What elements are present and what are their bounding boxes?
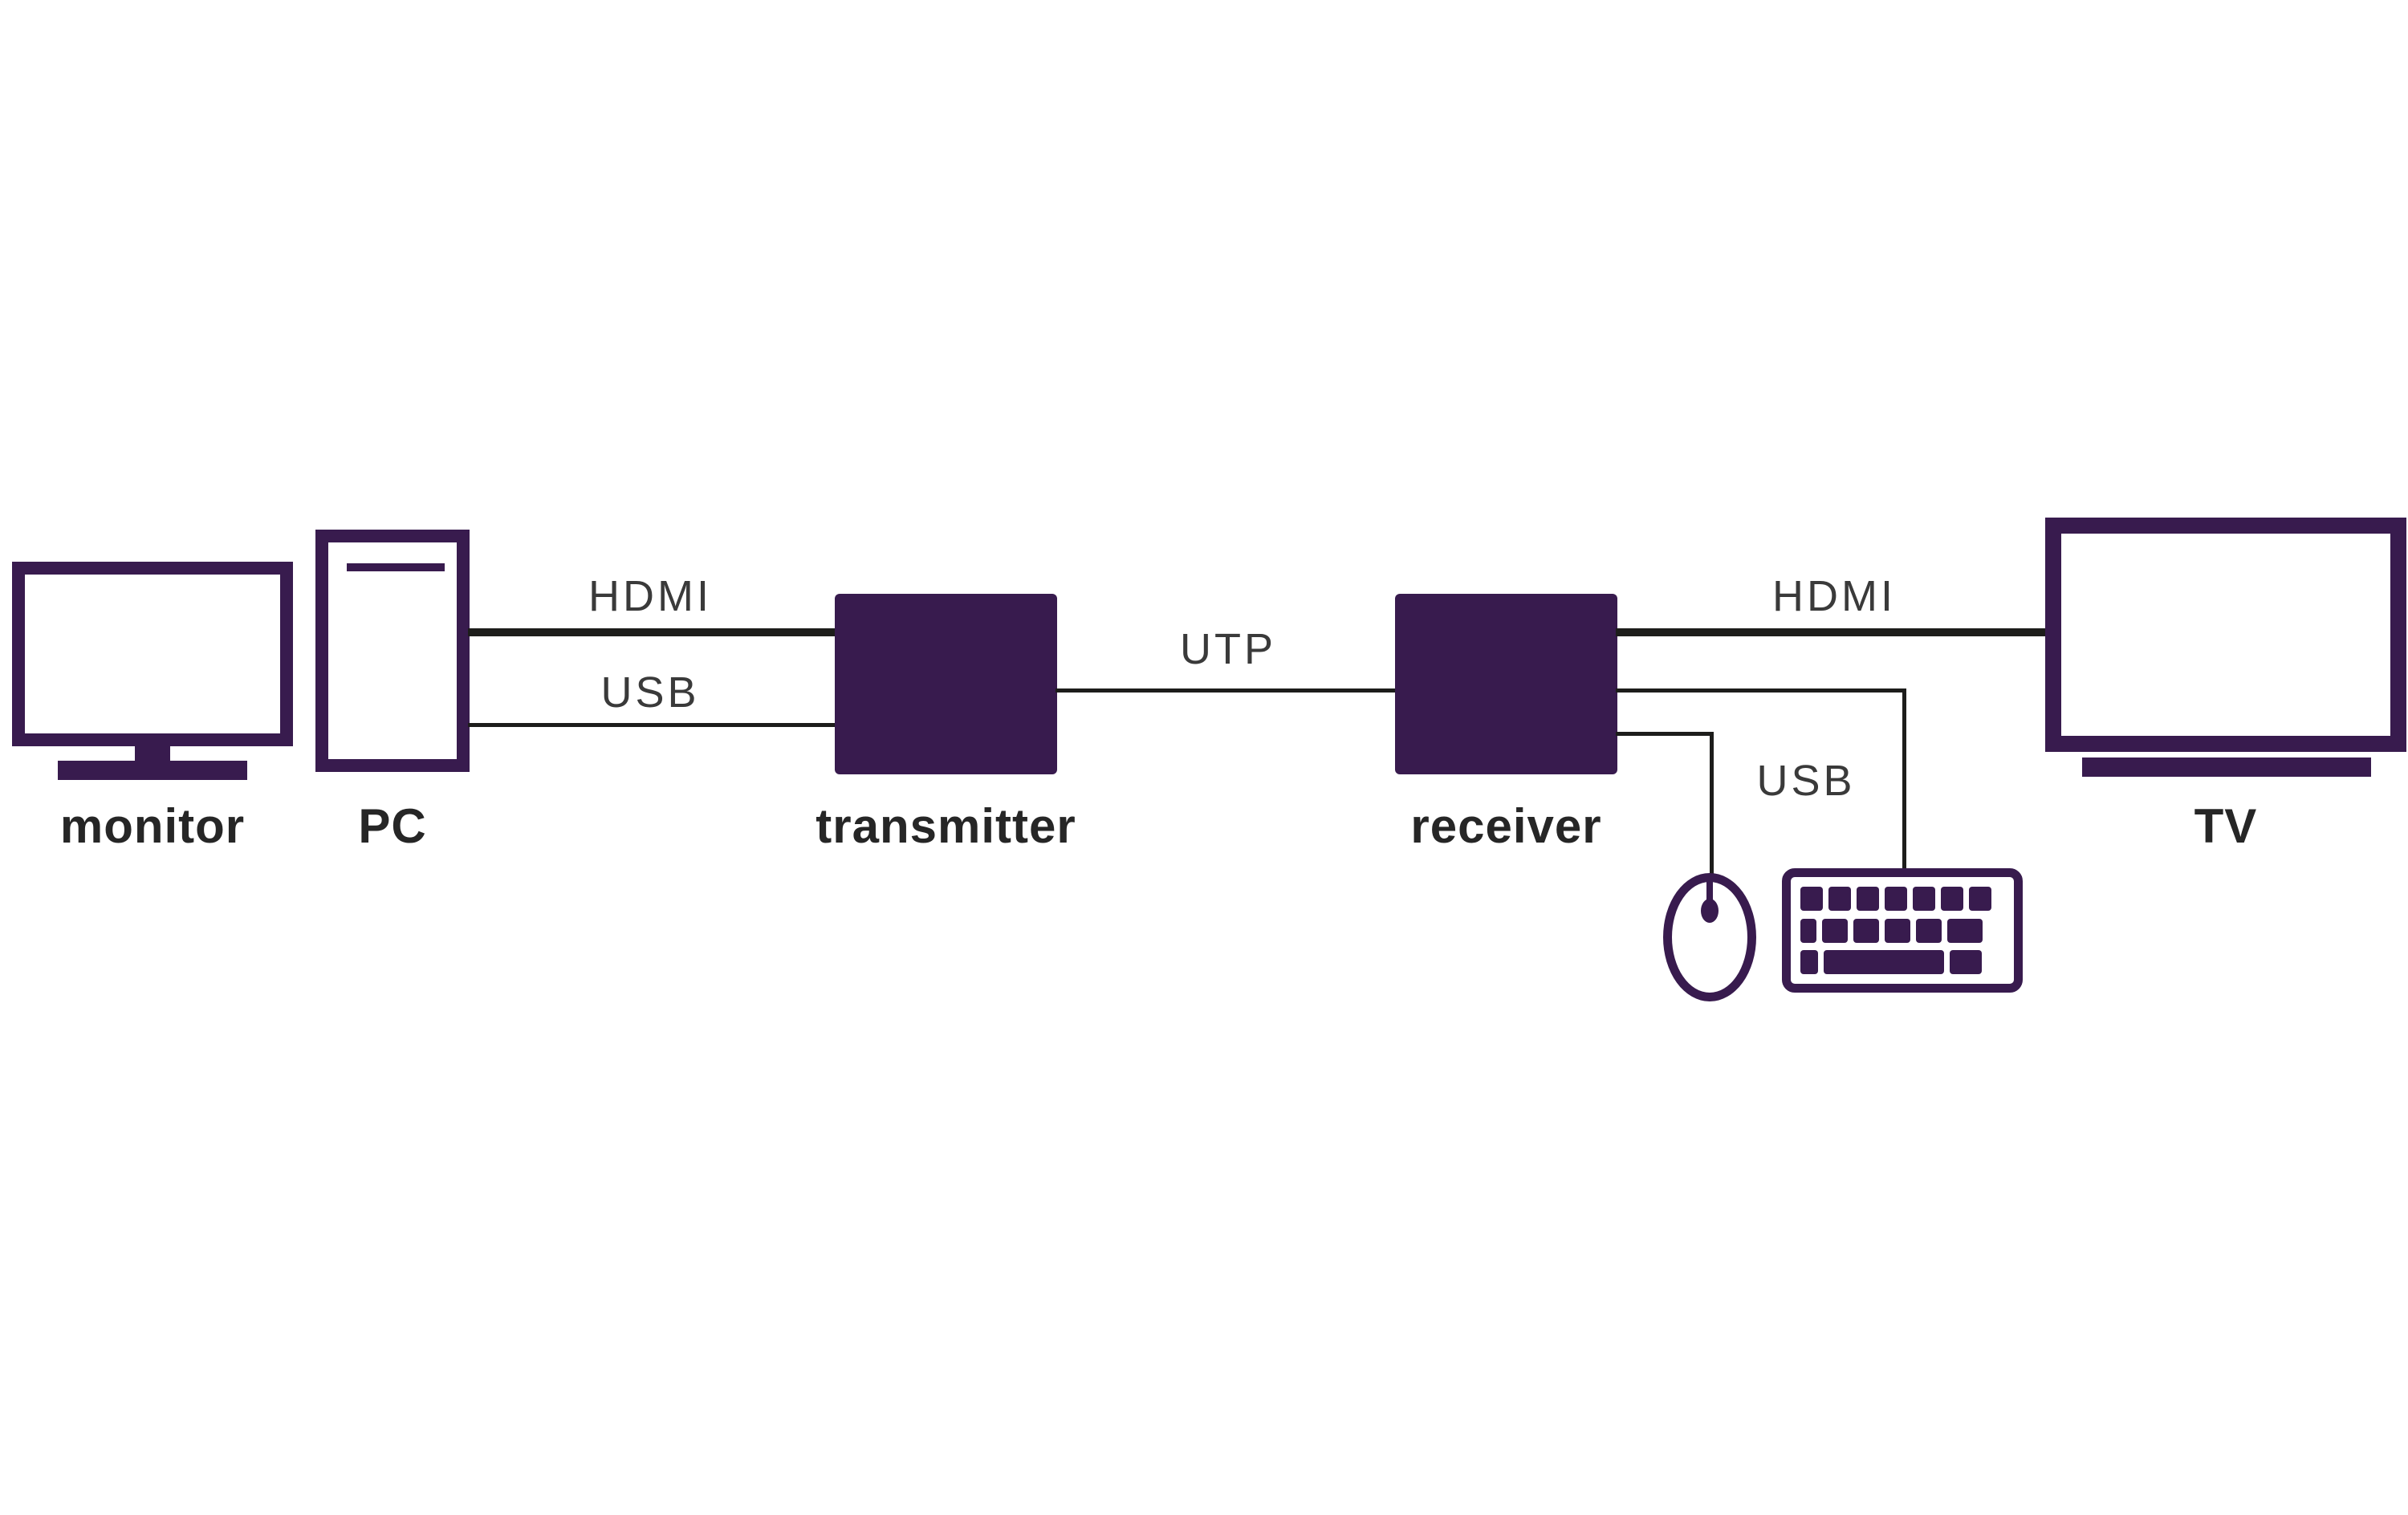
hdmi-line-receiver-to-tv bbox=[1616, 628, 2045, 636]
utp-label: UTP bbox=[1180, 625, 1276, 673]
usb-line-receiver-to-mouse-v bbox=[1710, 732, 1714, 875]
pc-drive-slot bbox=[347, 563, 445, 571]
usb-label-right: USB bbox=[1756, 757, 1856, 805]
keyboard-row-top bbox=[1800, 887, 2004, 911]
mouse-scroll-stem bbox=[1706, 876, 1713, 902]
tv-icon bbox=[2045, 518, 2406, 752]
monitor-icon bbox=[12, 562, 293, 746]
usb-label-left: USB bbox=[600, 668, 700, 717]
tv-label: TV bbox=[2194, 799, 2258, 853]
usb-line-receiver-to-mouse-h bbox=[1616, 732, 1714, 736]
receiver-label: receiver bbox=[1410, 799, 1602, 853]
hdmi-label-right: HDMI bbox=[1772, 572, 1896, 620]
tv-stand bbox=[2082, 758, 2371, 777]
keyboard-icon bbox=[1782, 868, 2023, 993]
hdmi-label-left: HDMI bbox=[588, 572, 712, 620]
hdmi-line-pc-to-transmitter bbox=[468, 628, 835, 636]
receiver-box bbox=[1395, 594, 1617, 774]
keyboard-row-bottom bbox=[1800, 950, 2004, 974]
usb-line-pc-to-transmitter bbox=[468, 723, 835, 727]
mouse-scroll-wheel bbox=[1701, 899, 1719, 923]
pc-label: PC bbox=[358, 799, 427, 853]
transmitter-box bbox=[835, 594, 1057, 774]
usb-line-receiver-to-keyboard-h bbox=[1616, 688, 1906, 693]
monitor-label: monitor bbox=[59, 799, 246, 853]
monitor-stand-base bbox=[58, 761, 247, 780]
utp-line-transmitter-to-receiver bbox=[1056, 688, 1395, 693]
usb-line-receiver-to-keyboard-v bbox=[1902, 688, 1906, 870]
keyboard-row-middle bbox=[1800, 918, 2004, 943]
transmitter-label: transmitter bbox=[816, 799, 1076, 853]
